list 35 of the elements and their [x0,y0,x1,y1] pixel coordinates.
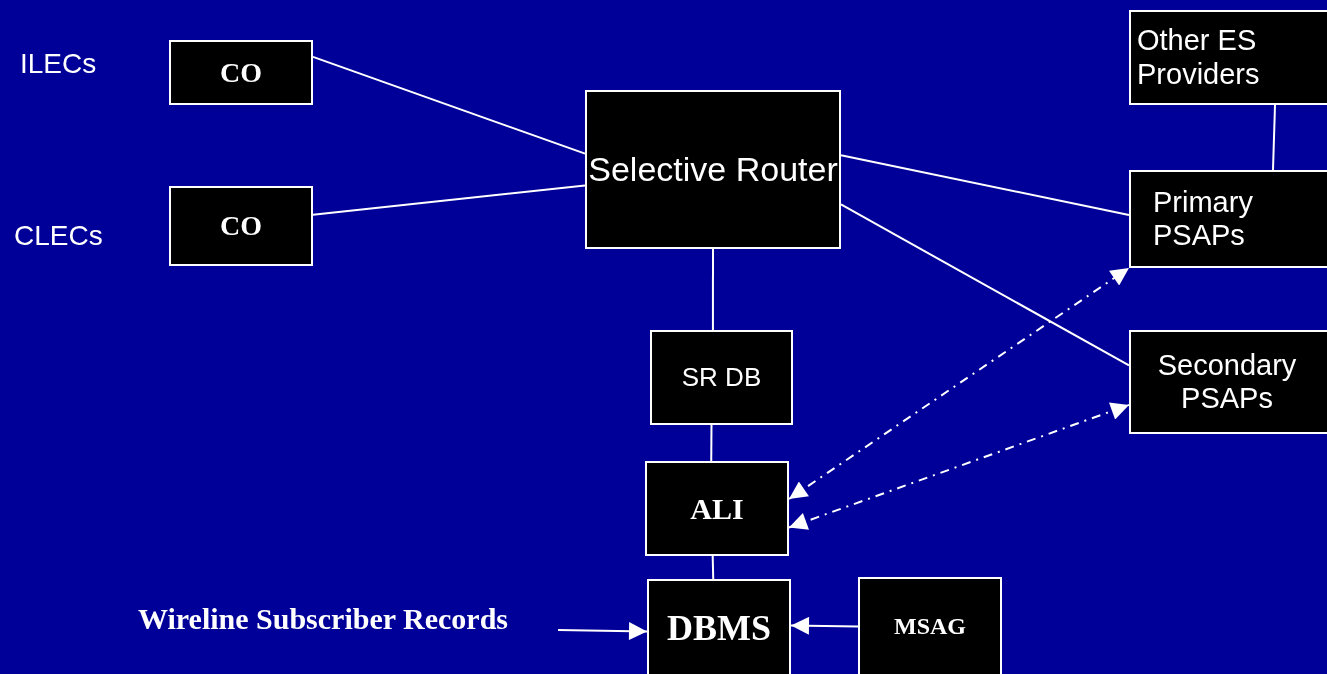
node-label: Secondary PSAPs [1156,348,1298,416]
process-box [169,40,313,105]
source-label: Wireline Subscriber Records [88,598,558,640]
process-box [1129,10,1327,105]
connector-line [1272,104,1276,171]
dash-dot-arrow [788,267,1130,500]
dash-dot-arrow [788,402,1130,530]
connector-line [312,55,586,155]
process-box [650,330,793,425]
node-label: Other ES Providers [1137,24,1261,91]
connector-line [711,248,714,331]
node-label: SR DB [681,362,762,393]
node-label: MSAG [894,613,966,640]
arrow [557,622,648,641]
node-label: DBMS [667,606,771,649]
node-label: Selective Router [588,149,838,190]
connector-line [710,424,713,462]
process-box [1129,330,1327,434]
process-box [647,579,791,674]
connector-line [840,203,1130,367]
connector-line [312,184,586,216]
process-box [645,461,789,556]
process-box [585,90,841,249]
node-label: ALI [690,491,744,526]
node-label: CO [220,56,262,89]
process-box [169,186,313,266]
group-label: ILECs [20,48,97,80]
connector-line [840,154,1130,217]
arrow [790,616,859,635]
process-box [1129,170,1327,268]
node-label: CO [220,210,262,242]
process-box [858,577,1002,674]
connector-line [711,555,715,580]
group-label: CLECs [14,220,103,252]
node-label: Primary PSAPs [1153,185,1254,253]
